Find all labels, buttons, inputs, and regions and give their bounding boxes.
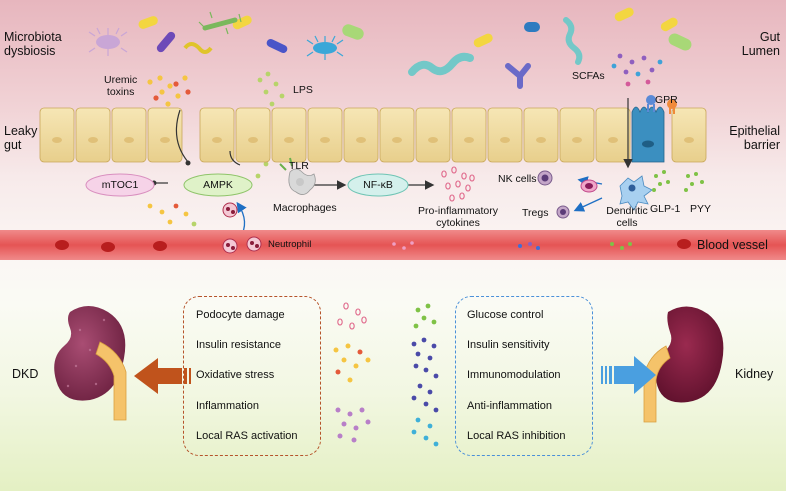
mtoc1-label: mTOC1 [101,179,139,191]
bacteria-group [88,7,692,89]
scfas-label: SCFAs [572,70,605,82]
lps-label: LPS [293,84,313,96]
nfkb-label: NF-κB [363,179,393,191]
kidney-benefit-item: Anti-inflammation [467,400,552,412]
kidney-benefit-item: Local RAS inhibition [467,430,566,442]
nk-cells-label: NK cells [498,173,537,185]
dkd-label: DKD [12,367,39,381]
tlr-label: TLR [289,160,309,172]
dkd-outcome-item: Inflammation [196,400,259,412]
dkd-outcomes-box: Podocyte damage Insulin resistance Oxida… [183,296,321,456]
hormone-dots [652,170,704,192]
ampk-label: AMPK [203,179,233,191]
glp1-label: GLP-1 [650,203,681,215]
mtoc1-node [85,173,155,197]
vessel-contents [55,236,691,254]
dkd-outcome-item: Local RAS activation [196,430,298,442]
dkd-outcome-item: Podocyte damage [196,309,285,321]
kidney-label: Kidney [735,367,774,381]
pyy-label: PYY [690,203,712,215]
epithelial-cells [39,95,707,163]
kidney-benefit-item: Glucose control [467,309,544,321]
neutrophil-label: Neutrophil [268,239,312,250]
macrophage-icon [279,157,316,195]
nfkb-node [347,173,409,197]
immune-cells [537,170,653,219]
ampk-node [183,173,253,197]
right-outcome-arrow [601,356,656,394]
kidney-benefit-item: Insulin sensitivity [467,339,550,351]
gpr-label: GPR [655,94,678,106]
diseased-kidney-image [54,306,127,421]
blood-vessel-label: Blood vessel [697,238,768,252]
macrophages-label: Macrophages [273,202,337,214]
dkd-outcome-item: Oxidative stress [196,369,275,381]
kidney-benefit-item: Immunomodulation [467,369,561,381]
tregs-label: Tregs [522,207,549,219]
healthy-kidney-image [643,306,724,423]
kidney-protection-box: Glucose control Insulin sensitivity Immu… [455,296,593,456]
dkd-outcome-item: Insulin resistance [196,339,281,351]
cytokine-dots [441,166,475,202]
left-outcome-arrow [134,358,191,394]
circulating-dots [147,202,238,227]
middle-dot-columns [333,302,439,447]
particle-dots [147,53,663,179]
